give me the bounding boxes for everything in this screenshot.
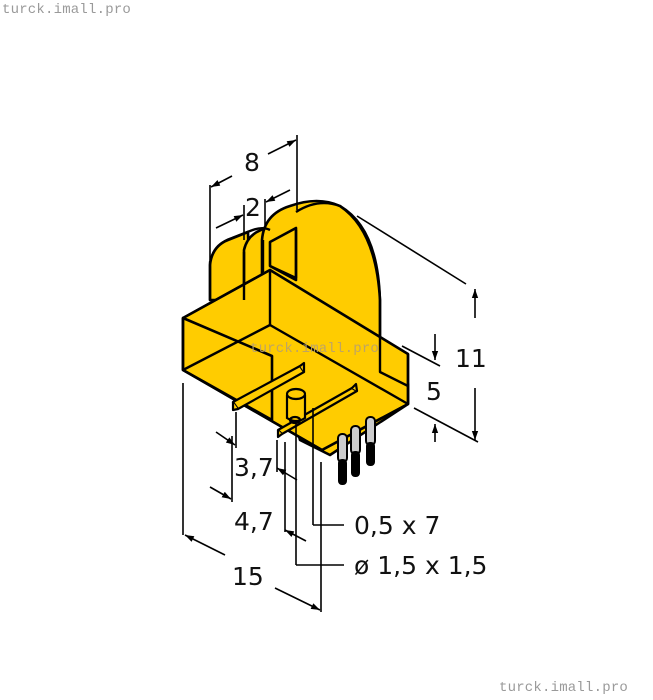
watermark-top: turck.imall.pro	[2, 2, 132, 18]
dim-slot-2: 2	[245, 193, 261, 222]
locating-pin	[285, 387, 307, 425]
watermark-center: turck.imall.pro	[250, 341, 380, 357]
dim-height-5: 5	[426, 377, 442, 406]
watermark-bottom: turck.imall.pro	[499, 680, 629, 696]
dimension-lines	[182, 135, 479, 612]
dim-lead-spec: 0,5 x 7	[354, 511, 440, 540]
pin-1	[337, 433, 348, 485]
pin-2	[350, 425, 361, 477]
dim-offset-3-7: 3,7	[234, 453, 274, 482]
housing-edges	[181, 201, 410, 452]
connector-pins	[337, 416, 376, 485]
dim-width-8: 8	[244, 148, 260, 177]
dim-pin-spec: ø 1,5 x 1,5	[354, 551, 487, 580]
dim-offset-4-7: 4,7	[234, 507, 274, 536]
dim-length-15: 15	[232, 562, 264, 591]
dim-height-11: 11	[455, 344, 487, 373]
pin-3	[365, 416, 376, 466]
